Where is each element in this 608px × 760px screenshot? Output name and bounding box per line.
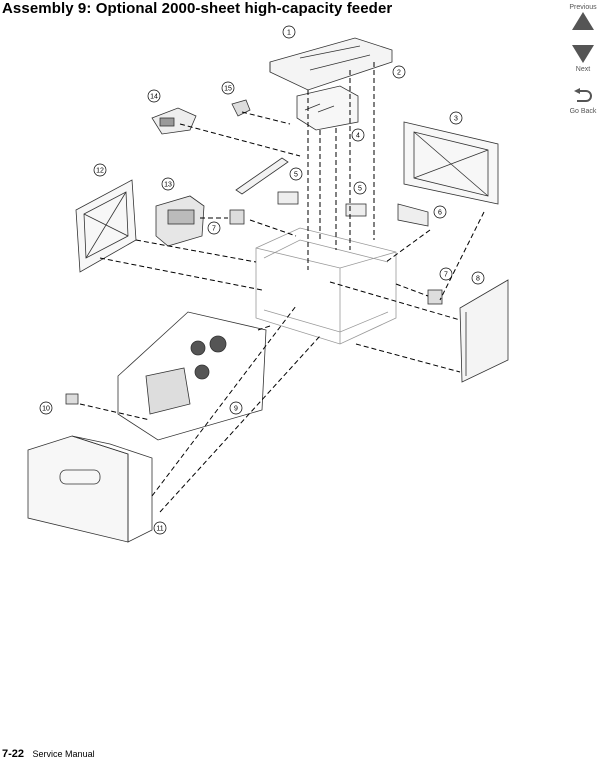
part-sensor bbox=[231, 99, 251, 117]
callout-label: 8 bbox=[476, 276, 480, 283]
part-right-cover bbox=[403, 121, 499, 205]
callout-label: 10 bbox=[42, 406, 50, 413]
callout-label: 14 bbox=[150, 94, 158, 101]
part-top-plate bbox=[269, 37, 393, 91]
previous-label: Previous bbox=[569, 4, 597, 11]
callout-label: 12 bbox=[96, 168, 104, 175]
callout-label: 11 bbox=[156, 526, 163, 533]
part-rear-door bbox=[459, 279, 509, 383]
page-footer: 7-22 Service Manual bbox=[2, 748, 95, 760]
callout-label: 7 bbox=[444, 272, 448, 279]
footer-text: Service Manual bbox=[32, 749, 95, 759]
callout-label: 6 bbox=[438, 210, 442, 217]
callout-label: 4 bbox=[356, 133, 360, 140]
callout-label: 5 bbox=[358, 186, 362, 193]
part-paper-tray bbox=[27, 435, 153, 543]
callout-label: 7 bbox=[212, 226, 216, 233]
down-arrow-icon bbox=[572, 45, 594, 63]
callout-label: 13 bbox=[164, 182, 172, 189]
up-arrow-icon bbox=[572, 12, 594, 30]
next-button[interactable]: Next bbox=[560, 44, 606, 73]
page-title: Assembly 9: Optional 2000-sheet high-cap… bbox=[2, 0, 393, 17]
callout-label: 9 bbox=[234, 406, 238, 413]
go-back-button[interactable]: Go Back bbox=[560, 88, 606, 115]
callout-label: 2 bbox=[397, 70, 401, 77]
part-left-cover bbox=[75, 179, 137, 273]
part-drive-gears bbox=[117, 311, 267, 441]
previous-button[interactable]: Previous bbox=[560, 4, 606, 33]
go-back-arrow-icon bbox=[574, 88, 592, 102]
callout-label: 5 bbox=[294, 172, 298, 179]
callout-label: 15 bbox=[224, 86, 232, 93]
part-control-board bbox=[151, 107, 197, 135]
callout-label: 1 bbox=[287, 30, 291, 37]
callout-label: 3 bbox=[454, 116, 458, 123]
next-label: Next bbox=[575, 66, 591, 73]
part-main-frame bbox=[255, 227, 397, 345]
part-motor-assembly bbox=[155, 195, 205, 247]
part-bracket bbox=[296, 85, 359, 131]
page-number: 7-22 bbox=[2, 748, 25, 760]
go-back-label: Go Back bbox=[569, 108, 597, 115]
